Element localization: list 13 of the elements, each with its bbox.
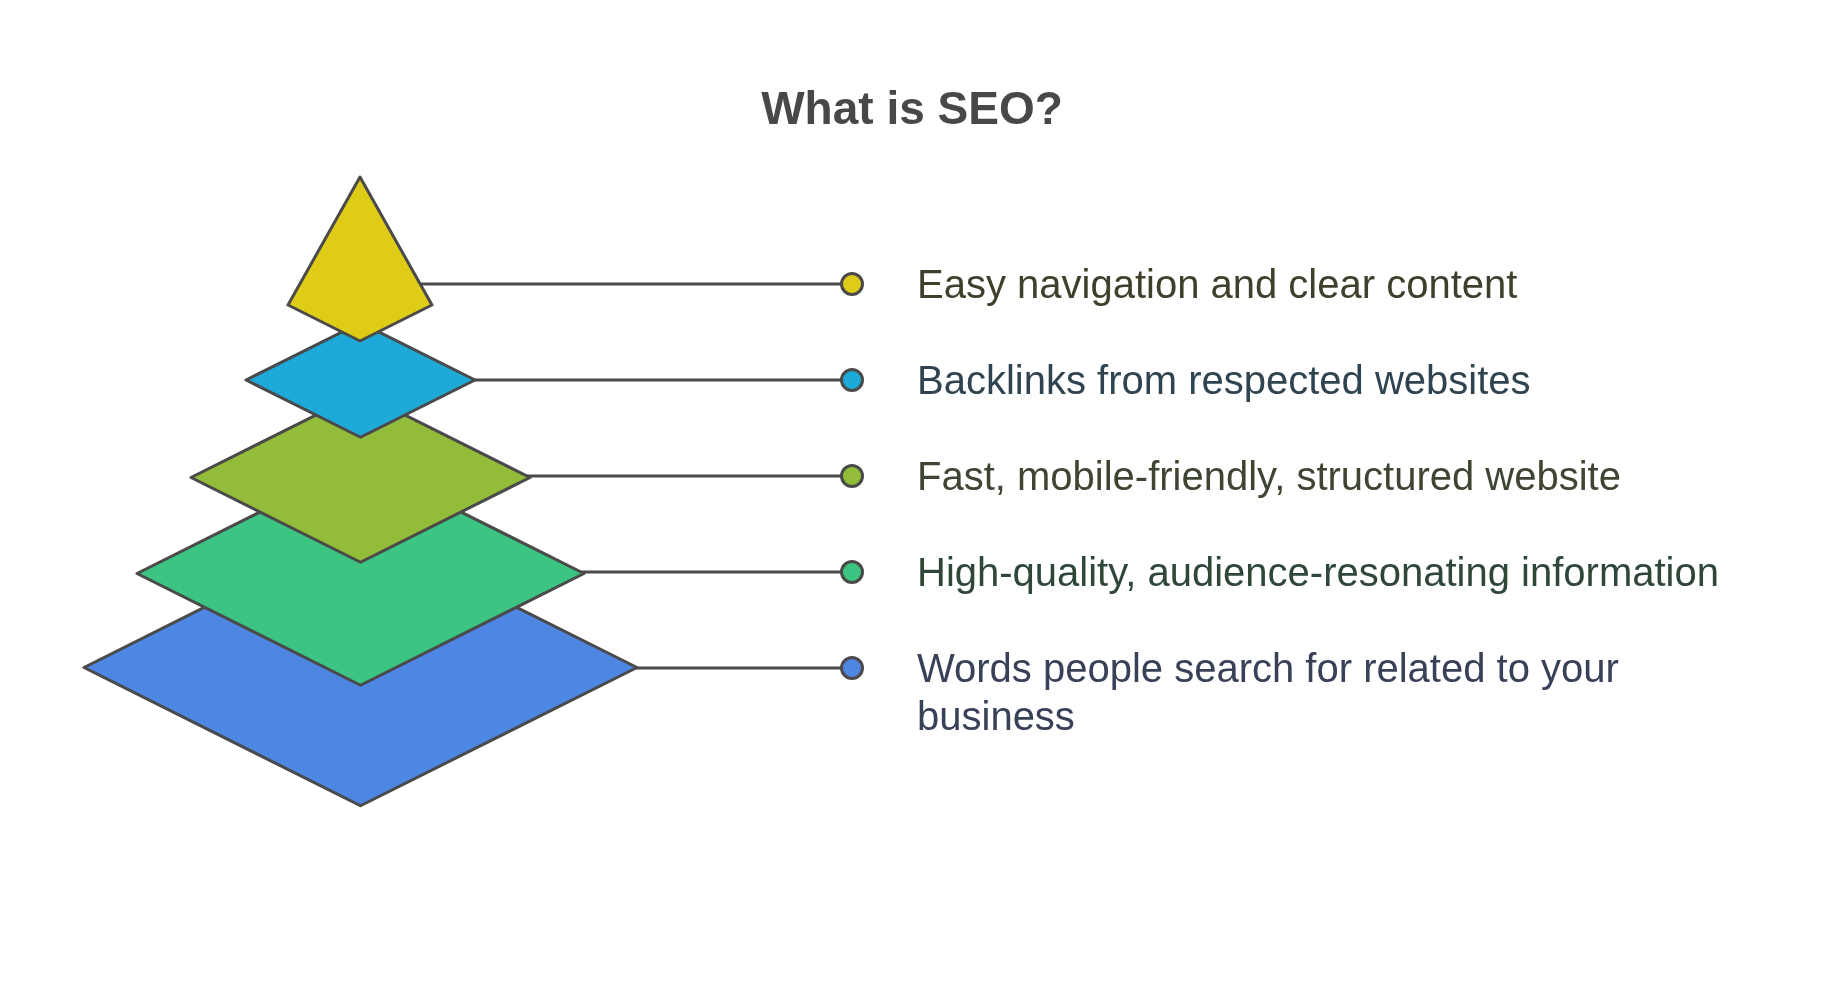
leader-line [581, 560, 864, 584]
level-label: Backlinks from respected websites [917, 356, 1531, 404]
leader-line [527, 464, 864, 488]
level-label: Fast, mobile-friendly, structured website [917, 452, 1621, 500]
pyramid-tip [285, 174, 435, 344]
leader-line [636, 656, 864, 680]
title: What is SEO? [761, 81, 1063, 136]
leader-line [420, 272, 864, 296]
pyramid-layer [80, 604, 640, 809]
level-label: Words people search for related to your business [917, 644, 1677, 740]
leader-line [474, 368, 864, 392]
level-label: High-quality, audience-resonating information [917, 548, 1719, 596]
level-label: Easy navigation and clear content [917, 260, 1518, 308]
